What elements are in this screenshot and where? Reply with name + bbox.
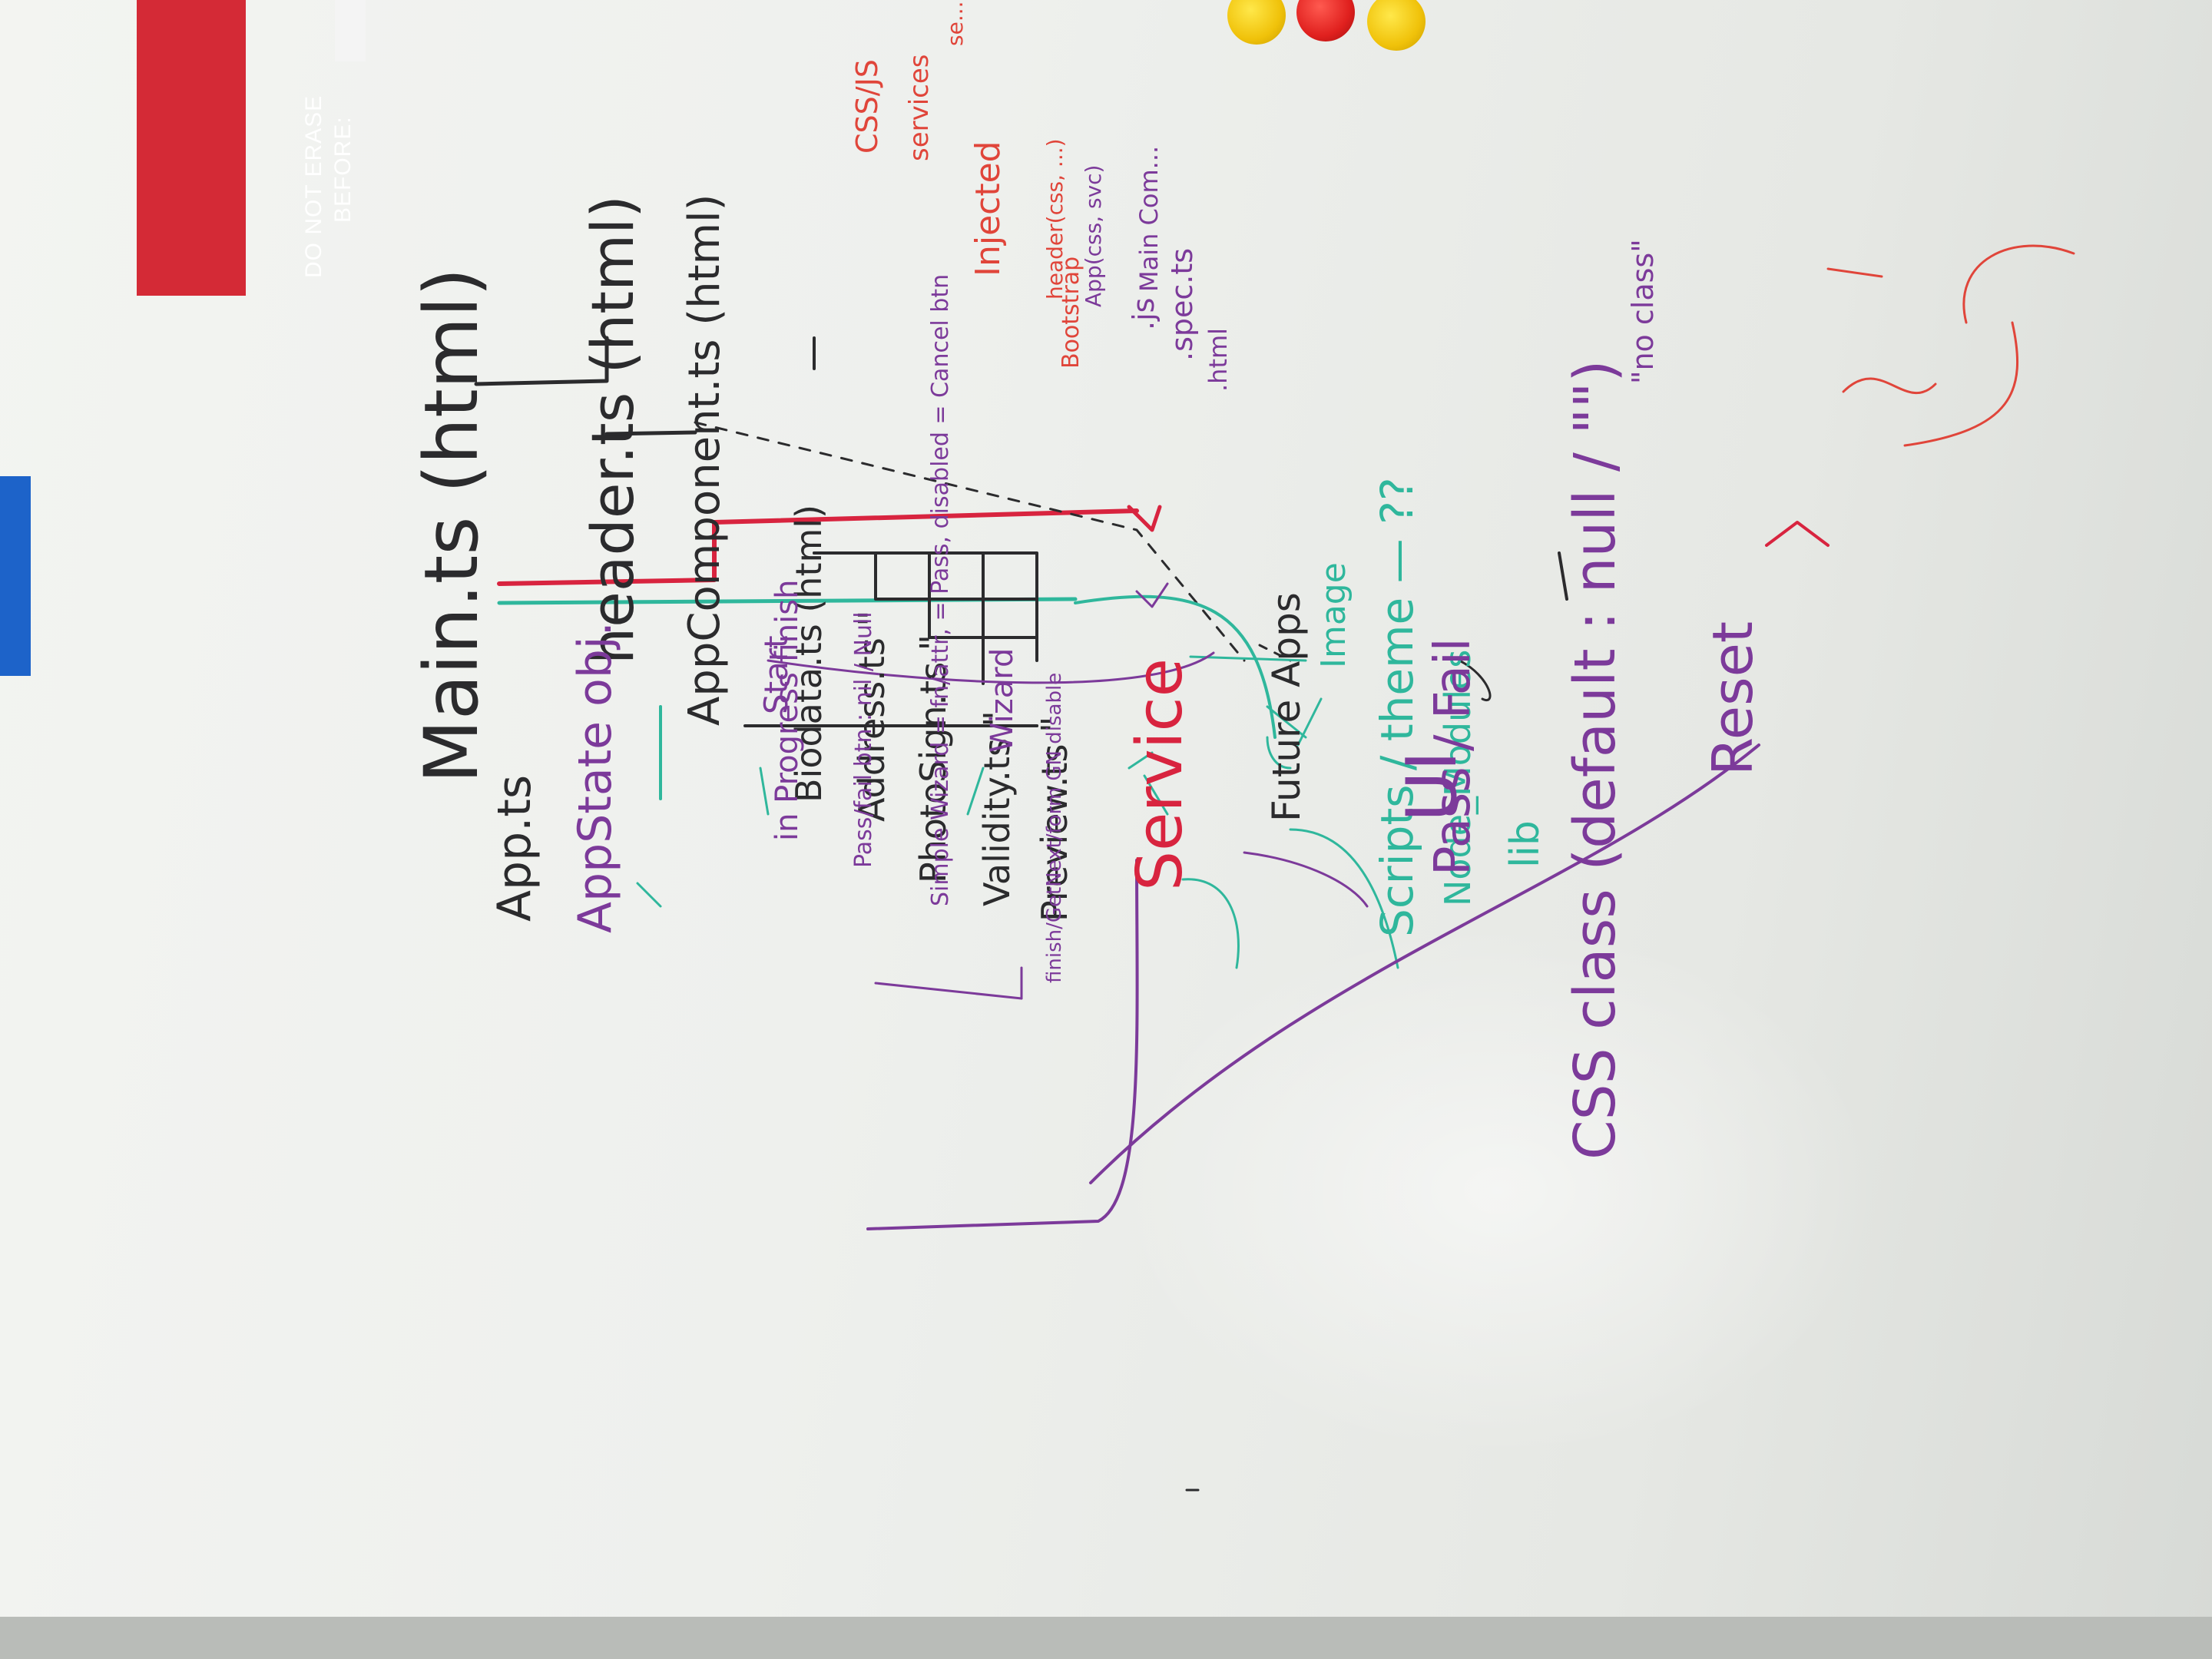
teal-tail	[1266, 705, 1307, 739]
header-ts-label: header.ts (html)	[578, 195, 647, 664]
future-apps-label: Future Apps	[1264, 592, 1309, 822]
teal-mark-3	[966, 767, 985, 816]
child-vertical-4	[928, 551, 1038, 639]
header-css-label: header(css, ...)	[1042, 138, 1068, 300]
scripts-theme-label: Scripts / theme — ??	[1371, 477, 1423, 937]
appstate-obj-label: AppState obj.	[568, 621, 622, 933]
teal-mark-4	[1181, 878, 1240, 969]
in-progress-finish-label: in Progress finish	[770, 579, 805, 841]
orange-curve-2	[1903, 321, 2018, 447]
injected-label: Injected	[969, 141, 1008, 276]
top-right-fragment: se...	[942, 1, 968, 46]
purple-connector	[767, 651, 1215, 684]
red-brace	[1765, 521, 1830, 547]
teal-tail-2	[1296, 697, 1323, 747]
teal-mark-6	[1128, 751, 1154, 770]
services-small-label: services	[904, 54, 935, 161]
teal-short-3	[1266, 736, 1292, 770]
blue-sticky-note	[0, 476, 31, 676]
no-class-label: "no class"	[1626, 239, 1660, 384]
reset-label: Reset	[1700, 621, 1765, 776]
finish-line-label: finish/GetNext/form GN disable	[1043, 672, 1066, 983]
ui-label: UI	[1392, 750, 1472, 822]
black-arrow-mark	[1458, 659, 1492, 702]
lib-label: lib	[1502, 820, 1548, 868]
main-comp-label: Main Com...	[1134, 145, 1164, 292]
orange-arrow	[1826, 267, 1883, 278]
purple-arrow	[1135, 582, 1169, 608]
yellow-magnet	[1227, 0, 1286, 45]
teal-curve	[1074, 594, 1277, 739]
child-vertical-3	[874, 551, 1038, 601]
wizard-label: Wizard	[985, 647, 1020, 753]
service-label: Service	[1124, 657, 1197, 891]
black-connector-appcomp	[604, 430, 697, 436]
yellow-magnet-2	[1367, 0, 1426, 51]
red-arrow-head	[1127, 505, 1162, 532]
sticker-white-patch	[335, 0, 366, 61]
teal-lib-curve	[1289, 828, 1399, 969]
filetype-spec: .spec.ts	[1165, 247, 1199, 361]
board-frame-edge	[0, 1617, 2212, 1659]
teal-short-2	[1189, 655, 1307, 662]
black-connector-header	[474, 336, 609, 386]
purple-mark	[1243, 851, 1369, 908]
image-label: Image	[1314, 562, 1353, 668]
filetype-js: .js	[1127, 297, 1161, 330]
simple-wizard-label: Simple Wizard = fn/attr, = Pass, disable…	[927, 273, 954, 906]
teal-mark-2	[636, 882, 662, 908]
css-js-label: CSS/JS	[850, 59, 884, 154]
filetype-html: .html	[1204, 327, 1233, 392]
main-ts-label: Main.ts (html)	[409, 267, 495, 783]
app-ts-label: App.ts	[488, 774, 541, 922]
teal-mark-5	[1143, 774, 1169, 816]
black-dashed-line	[694, 421, 1246, 662]
purple-long-curve	[1089, 743, 1760, 1184]
teal-mark	[759, 767, 770, 816]
do-not-erase-sticker: DO NOT ERASE BEFORE:	[137, 0, 366, 296]
purple-bracket	[1558, 551, 1568, 601]
purple-divider	[874, 982, 1023, 1000]
app-css-label: App(css, svc)	[1081, 164, 1106, 307]
css-class-label: CSS class (default : null / "")	[1562, 359, 1628, 1160]
pass-fail-btn-label: Pass/fail btn : nil / Null	[850, 611, 877, 868]
red-connector	[497, 508, 1139, 586]
light-glare	[1114, 922, 1882, 1459]
orange-curve	[1962, 244, 2075, 324]
app-component-label: AppComponent.ts (html)	[680, 194, 730, 726]
black-dashed-line-2	[1258, 644, 1292, 662]
orange-brace	[1842, 377, 1937, 395]
purple-curve-right	[866, 859, 1139, 1230]
